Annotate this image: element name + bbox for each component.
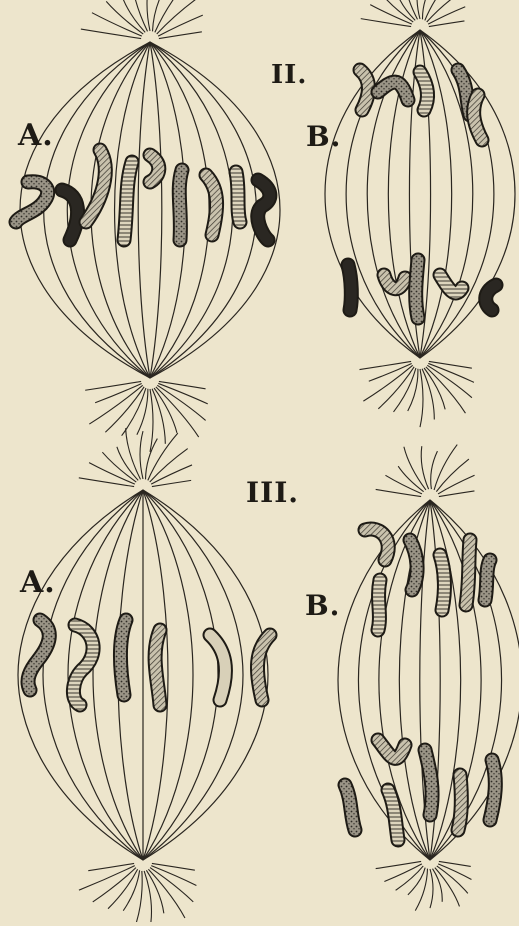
aster-ray [428, 363, 474, 382]
aster-ray [436, 459, 469, 492]
aster-ray [147, 0, 150, 31]
aster-ray [424, 368, 445, 409]
aster-ii-b-top [361, 0, 466, 27]
chromosome [365, 529, 388, 560]
aster-ray [385, 475, 422, 494]
aster-ray [140, 431, 143, 479]
aster-ray [439, 491, 475, 497]
aster-ray [415, 869, 427, 911]
aster-ray [154, 388, 177, 433]
figure-iii-a-label: A. [20, 565, 56, 600]
aster-ii-b-bottom [360, 361, 474, 427]
aster-ray [398, 466, 423, 491]
aster-ray [363, 365, 412, 401]
aster-ray [159, 381, 206, 388]
aster-ray [148, 869, 185, 918]
figure-ii-a-label: A. [18, 118, 54, 153]
aster-ray [408, 369, 418, 411]
chromosome [155, 630, 160, 705]
aster-ray [396, 866, 424, 890]
chromosome [28, 620, 49, 690]
aster-ray [89, 385, 142, 424]
aster-ii-a-bottom [85, 381, 208, 451]
aster-ray [421, 446, 428, 489]
aster-ray [144, 871, 151, 922]
aster-iii-a-bottom [79, 863, 196, 922]
aster-ray [152, 863, 195, 870]
aster-ray [382, 0, 413, 22]
aster-ray [438, 475, 475, 494]
aster-ray [417, 0, 420, 19]
aster-ray [426, 367, 466, 413]
figure-iii-b-label: B. [305, 589, 340, 622]
aster-ray [79, 478, 134, 487]
aster-ray [92, 13, 142, 36]
aster-ray [361, 19, 411, 27]
chromosome [458, 775, 461, 830]
aster-ray [151, 866, 196, 886]
chromosome [378, 580, 380, 630]
spindle-fibre [150, 42, 162, 378]
chromosome [440, 555, 444, 610]
aster-ray [427, 365, 472, 397]
aster-ray [150, 389, 153, 452]
aster-ray [81, 29, 141, 39]
chromosome [121, 620, 127, 695]
aster-ray [93, 868, 136, 902]
figure-ii-b-label: B. [306, 120, 341, 153]
aster-ray [122, 0, 145, 32]
chromosome [179, 170, 182, 240]
chromosome [486, 285, 496, 310]
aster-ray [126, 428, 141, 479]
figure-ii-label: II. [271, 60, 307, 90]
chromosome [485, 560, 490, 600]
aster-ray [429, 361, 472, 368]
aster-ray [430, 869, 433, 908]
aster-ray [422, 369, 434, 420]
aster-ray [85, 381, 141, 390]
aster-ray [360, 361, 412, 369]
chromosome [425, 750, 432, 815]
aster-ray [433, 869, 443, 902]
aster-ray [155, 0, 188, 32]
aster-ray [396, 0, 415, 20]
figure-iii-label: III. [246, 476, 299, 509]
aster-ray [408, 868, 425, 895]
chromosome [466, 540, 470, 605]
aster-ray [156, 387, 199, 437]
aster-ray [152, 389, 165, 444]
spindle-fibre [138, 42, 150, 378]
aster-ray [429, 21, 465, 27]
aster-ii-a-top [81, 0, 203, 39]
chromosome [348, 265, 351, 310]
aster-iii-b-bottom [376, 861, 472, 910]
chromosome [236, 172, 240, 222]
aster-iii-a-top [79, 428, 192, 486]
aster-ray [108, 869, 138, 908]
aster-ray [420, 369, 423, 427]
aster-iii-b-top [376, 445, 475, 497]
chromosome [416, 260, 418, 318]
chromosome [490, 760, 495, 820]
aster-ray [158, 383, 207, 403]
